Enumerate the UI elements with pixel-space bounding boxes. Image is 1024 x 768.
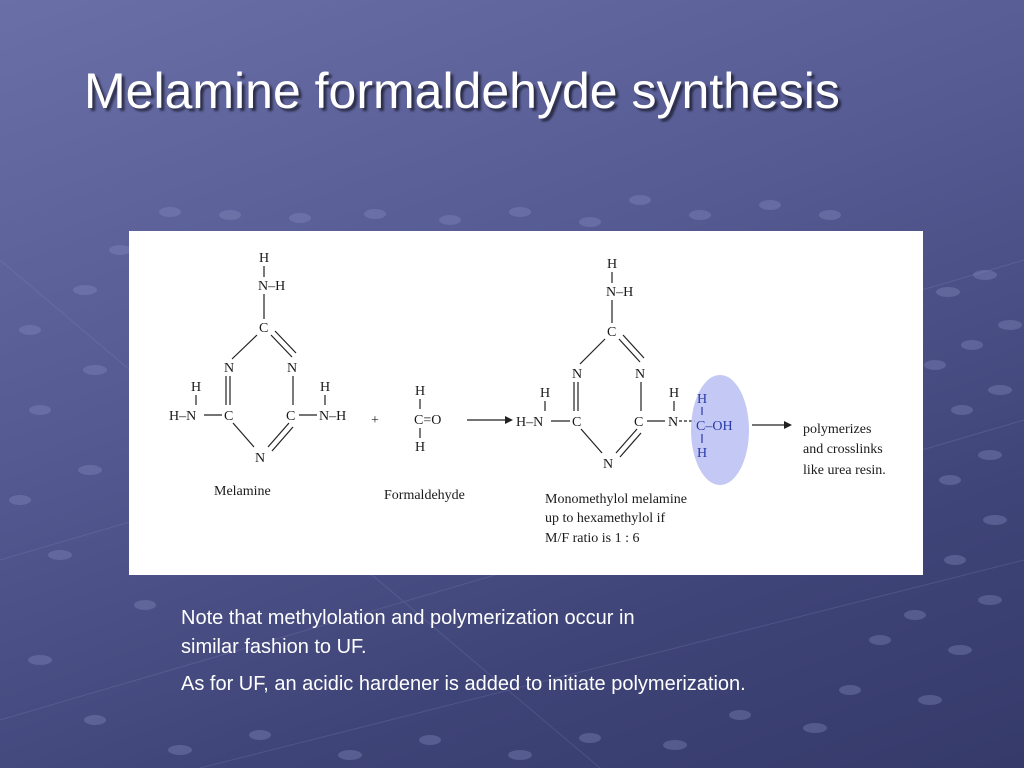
reaction-diagram: H N–H C N N C C N H H–N <box>129 231 923 575</box>
atom-n: N <box>287 361 297 376</box>
atom-c: C <box>607 325 616 340</box>
result-line: and crosslinks <box>803 442 883 457</box>
atom-coh: C–OH <box>696 419 733 434</box>
atom-c: C <box>286 409 295 424</box>
reaction-arrow <box>752 421 792 429</box>
atom-h: H <box>697 392 707 407</box>
atom-h: H <box>415 384 425 399</box>
atom-h: H <box>697 446 707 461</box>
result-text: polymerizes and crosslinks like urea res… <box>803 422 886 478</box>
atom-n: N <box>635 367 645 382</box>
product-caption: Monomethylol melamine up to hexamethylol… <box>545 492 687 546</box>
atom-n: N <box>668 415 678 430</box>
atom-n: N <box>255 451 265 466</box>
slide-notes: Note that methylolation and polymerizati… <box>181 604 961 707</box>
atom-h: H <box>320 380 330 395</box>
melamine-structure: H N–H C N N C C N H H–N <box>169 251 346 499</box>
note-hardener: As for UF, an acidic hardener is added t… <box>181 673 746 695</box>
methylol-group-highlight: H C–OH H <box>691 375 749 485</box>
atom-c: C <box>572 415 581 430</box>
caption-line: up to hexamethylol if <box>545 511 665 526</box>
atom-n: N <box>572 367 582 382</box>
atom-hn: H–N <box>169 409 196 424</box>
atom-h: H <box>415 440 425 455</box>
atom-nh: N–H <box>258 279 285 294</box>
melamine-label: Melamine <box>214 484 271 499</box>
atom-hn: H–N <box>516 415 543 430</box>
formaldehyde-structure: H C=O H Formaldehyde <box>384 384 465 503</box>
atom-c: C <box>634 415 643 430</box>
atom-c: C <box>259 321 268 336</box>
reaction-scheme-svg: H N–H C N N C C N H H–N <box>169 251 886 546</box>
result-line: like urea resin. <box>803 463 886 478</box>
atom-h: H <box>607 257 617 272</box>
atom-co: C=O <box>414 413 441 428</box>
caption-line: M/F ratio is 1 : 6 <box>545 531 640 546</box>
atom-h: H <box>191 380 201 395</box>
formaldehyde-label: Formaldehyde <box>384 488 465 503</box>
note-methylolation: Note that methylolation and polymerizati… <box>181 607 635 658</box>
atom-n: N <box>603 457 613 472</box>
slide-title: Melamine formaldehyde synthesis <box>84 63 840 119</box>
atom-n: N <box>224 361 234 376</box>
plus-sign: + <box>371 413 379 428</box>
atom-h: H <box>669 386 679 401</box>
result-line: polymerizes <box>803 422 871 437</box>
atom-nh: N–H <box>319 409 346 424</box>
reaction-arrow <box>467 416 513 424</box>
atom-h: H <box>540 386 550 401</box>
atom-h: H <box>259 251 269 266</box>
caption-line: Monomethylol melamine <box>545 492 687 507</box>
atom-c: C <box>224 409 233 424</box>
methylol-melamine-structure: H N–H C N N C C N H H–N H <box>516 257 695 472</box>
atom-nh: N–H <box>606 285 633 300</box>
